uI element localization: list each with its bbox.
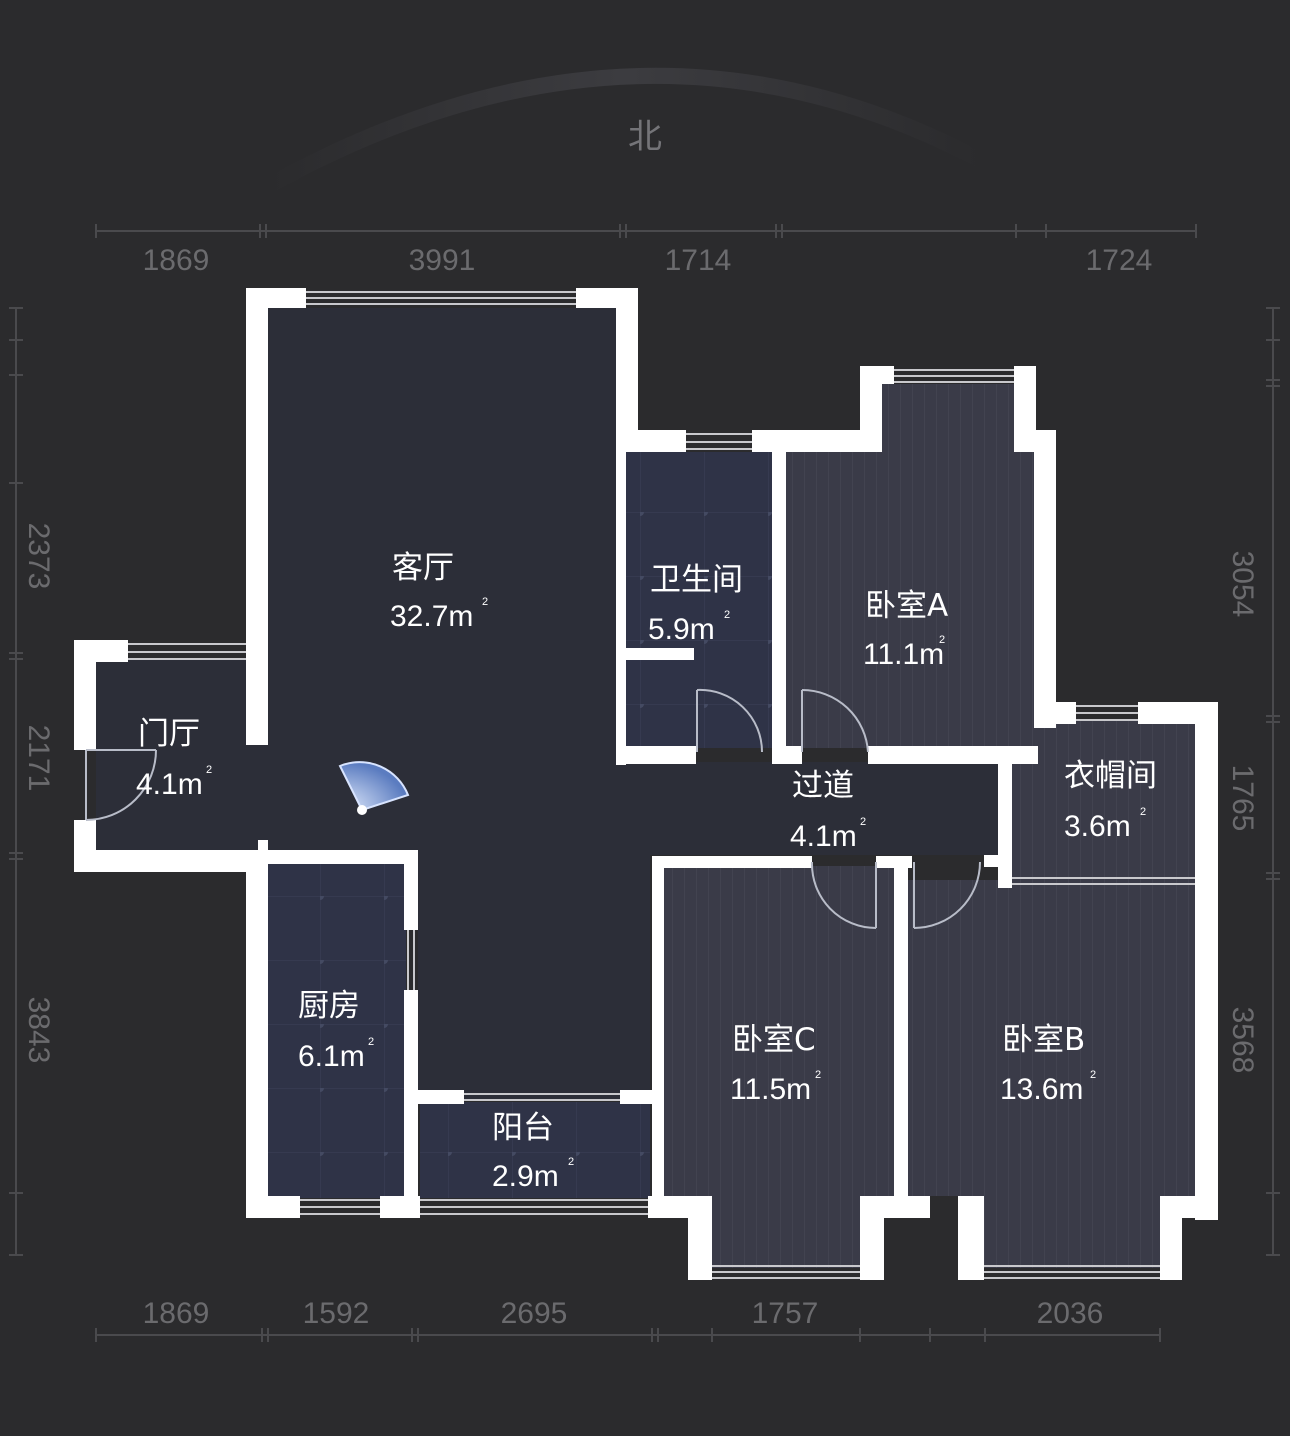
svg-text:2: 2 (860, 816, 866, 828)
dim-top-3: 1714 (665, 244, 732, 277)
room-name: 过道 (792, 768, 854, 804)
window-bedroom-a (894, 369, 1014, 383)
svg-text:2: 2 (368, 1036, 374, 1048)
room-name: 客厅 (392, 550, 454, 586)
room-name: 阳台 (492, 1110, 554, 1146)
room-foyer[interactable]: 门厅 4.1m 2 (136, 716, 212, 801)
walls (74, 288, 1218, 1280)
room-area: 3.6m (1064, 810, 1131, 843)
floor-living (96, 308, 1000, 1100)
floor-bedroom-c (664, 866, 894, 1268)
room-name: 卧室C (732, 1022, 816, 1058)
room-name: 厨房 (298, 988, 360, 1024)
window-bedroom-c (712, 1265, 860, 1279)
room-name: 卧室B (1002, 1022, 1085, 1058)
door-bathroom (696, 688, 764, 753)
room-area: 4.1m (790, 820, 857, 853)
windows (128, 291, 1195, 1279)
svg-text:2: 2 (1090, 1069, 1096, 1081)
door-entrance (85, 749, 157, 821)
dimension-left: 2373 2171 3843 (9, 307, 55, 1256)
dimension-right: 3054 1765 3568 (1226, 307, 1280, 1256)
window-foyer (128, 643, 246, 660)
room-area: 11.5m (730, 1073, 811, 1106)
floor-balcony (420, 1102, 650, 1198)
svg-text:2: 2 (939, 634, 945, 646)
floor-bedroom-a (786, 384, 1034, 748)
dim-left-2: 2171 (22, 725, 55, 792)
window-kitchen-south (300, 1199, 380, 1215)
svg-text:2: 2 (568, 1156, 574, 1168)
dimension-bottom: 1869 1592 2695 1757 2036 (95, 1297, 1161, 1342)
room-bedroom-a[interactable]: 卧室A 11.1m 2 (863, 588, 948, 671)
floor-cloakroom (1012, 720, 1195, 880)
floor-bathroom (626, 452, 772, 748)
room-cloakroom[interactable]: 衣帽间 3.6m 2 (1064, 758, 1157, 843)
door-bedroom-b (913, 861, 981, 929)
window-bathroom (686, 433, 752, 450)
dim-bottom-5: 2036 (1037, 1297, 1104, 1330)
dim-top-2: 3991 (409, 244, 476, 277)
svg-text:2: 2 (482, 596, 488, 608)
room-hallway[interactable]: 过道 4.1m 2 (790, 768, 866, 853)
north-label: 北 (628, 117, 662, 157)
svg-text:2: 2 (815, 1069, 821, 1081)
dim-bottom-1: 1869 (143, 1297, 210, 1330)
dim-bottom-2: 1592 (303, 1297, 370, 1330)
room-area: 5.9m (648, 613, 715, 646)
room-name: 衣帽间 (1064, 758, 1157, 794)
room-name: 卫生间 (650, 562, 743, 598)
room-area: 11.1m (863, 638, 944, 671)
room-labels: 客厅 32.7m 2 卫生间 5.9m 2 卧室A 11.1m 2 门厅 4.1… (136, 550, 1157, 1193)
window-kitchen-side (407, 930, 415, 990)
room-area: 2.9m (492, 1160, 559, 1193)
door-bedroom-c (810, 861, 877, 929)
room-bedroom-b[interactable]: 卧室B 13.6m 2 (1000, 1022, 1096, 1106)
floor-kitchen (268, 862, 406, 1198)
svg-text:2: 2 (724, 609, 730, 621)
compass-arc (266, 67, 984, 192)
floor-bedroom-b (907, 880, 1195, 1268)
svg-text:2: 2 (1140, 806, 1146, 818)
dimension-top: 1869 3991 1714 1724 (95, 224, 1197, 277)
dim-right-1: 3054 (1226, 551, 1259, 618)
room-bedroom-c[interactable]: 卧室C 11.5m 2 (730, 1022, 821, 1106)
room-area: 6.1m (298, 1040, 365, 1073)
doors (85, 688, 981, 929)
dim-left-3: 3843 (22, 997, 55, 1064)
room-living-room[interactable]: 客厅 32.7m 2 (390, 550, 488, 633)
window-balcony-inner (464, 1093, 620, 1101)
floors (96, 308, 1195, 1268)
dim-bottom-4: 1757 (752, 1297, 819, 1330)
compass: 北 (266, 67, 984, 192)
window-balcony-south (420, 1199, 648, 1215)
dim-right-2: 1765 (1226, 765, 1259, 832)
room-bathroom[interactable]: 卫生间 5.9m 2 (648, 562, 743, 646)
dim-left-1: 2373 (22, 523, 55, 590)
room-kitchen[interactable]: 厨房 6.1m 2 (298, 988, 374, 1073)
window-living-north (306, 291, 576, 305)
dim-top-4: 1724 (1086, 244, 1153, 277)
dim-top-1: 1869 (143, 244, 210, 277)
room-name: 门厅 (138, 716, 200, 752)
room-area: 4.1m (136, 768, 203, 801)
room-area: 13.6m (1000, 1073, 1083, 1106)
dim-right-3: 3568 (1226, 1007, 1259, 1074)
room-balcony[interactable]: 阳台 2.9m 2 (492, 1110, 574, 1193)
camera-viewpoint-icon[interactable] (338, 761, 410, 815)
partition-cloakroom (1012, 877, 1195, 885)
window-cloakroom (1076, 705, 1138, 721)
door-bedroom-a (801, 688, 869, 753)
room-area: 32.7m (390, 600, 473, 633)
svg-text:2: 2 (206, 764, 212, 776)
window-bedroom-b (984, 1265, 1160, 1279)
dim-bottom-3: 2695 (501, 1297, 568, 1330)
room-name: 卧室A (865, 588, 948, 624)
